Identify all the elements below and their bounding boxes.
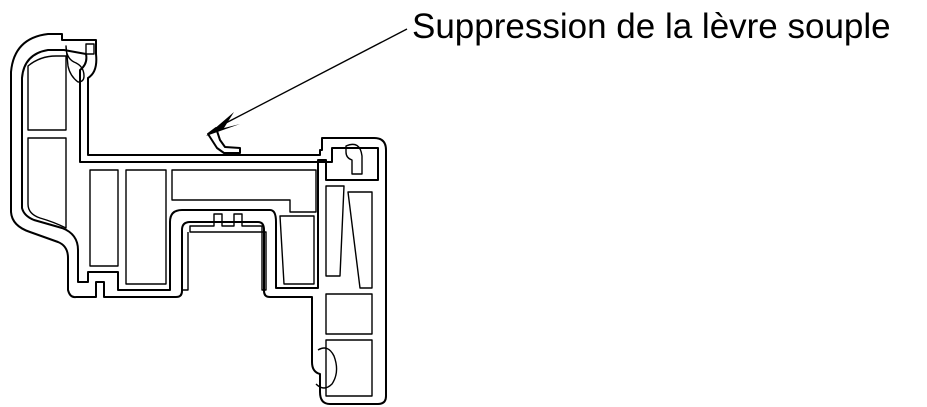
bottom-right-hook <box>315 347 338 389</box>
profile-inner-contour <box>21 49 379 291</box>
annotation-leader-arrow <box>206 28 408 136</box>
right-chamber-b <box>325 339 373 397</box>
chamber-4 <box>279 215 315 285</box>
chamber-3 <box>171 169 317 213</box>
soft-lip <box>207 127 241 154</box>
chamber-1 <box>89 169 119 267</box>
right-chamber-a <box>325 293 373 335</box>
top-right-clip <box>345 143 363 175</box>
top-left-hook <box>65 45 85 83</box>
left-cavity-upper <box>27 55 67 131</box>
left-cavity-lower <box>27 137 67 229</box>
central-channel <box>189 213 267 291</box>
central-channel-floor <box>182 232 189 291</box>
right-chamber-upper <box>325 185 345 277</box>
profile-outer-contour <box>10 33 387 405</box>
top-left-nub <box>85 43 95 55</box>
right-chamber-slanted <box>347 191 373 289</box>
annotation-label: Suppression de la lèvre souple <box>412 7 891 46</box>
chamber-2 <box>125 169 167 285</box>
